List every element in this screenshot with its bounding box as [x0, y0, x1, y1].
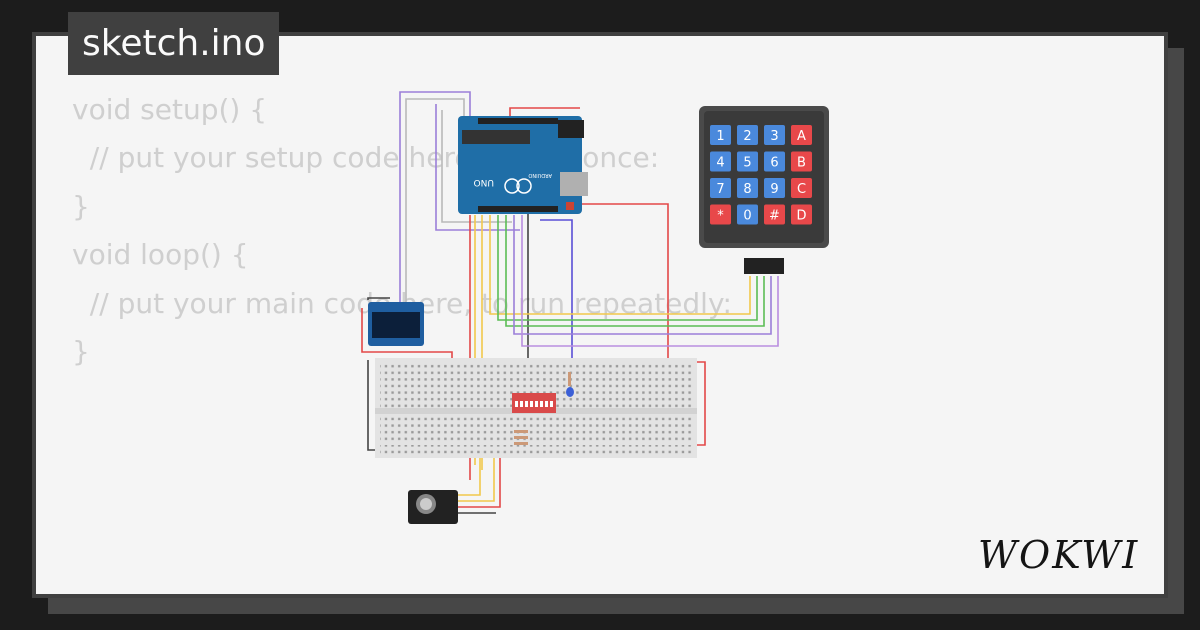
keypad-key-label: 3 — [770, 129, 778, 144]
keypad-key-label: 2 — [743, 129, 751, 144]
wire-keypad-green2 — [505, 215, 765, 327]
code-line: // put your setup code here, to run once… — [72, 141, 660, 175]
keypad-key[interactable] — [737, 178, 758, 198]
wire-enc-yellow — [458, 452, 481, 496]
wire-oled-black — [367, 297, 390, 300]
dip-switch-toggle[interactable] — [525, 401, 528, 407]
code-line: } — [72, 335, 90, 369]
keypad-key[interactable] — [737, 151, 758, 172]
keypad-key[interactable] — [764, 178, 785, 198]
wire-red-top — [509, 107, 580, 118]
keypad-key[interactable] — [791, 125, 812, 145]
keypad-key-label: 9 — [770, 182, 778, 197]
wokwi-logo: WOKWI — [978, 533, 1139, 577]
file-tab[interactable]: sketch.ino — [68, 12, 280, 75]
wire-keypad-yellow — [489, 215, 751, 315]
oled-display[interactable] — [368, 302, 424, 346]
keypad-key[interactable] — [791, 178, 812, 198]
rotary-encoder[interactable] — [408, 490, 458, 524]
arduino-brand-label: ARDUINO — [528, 172, 552, 178]
keypad-key[interactable] — [791, 204, 812, 225]
dip-switch-toggle[interactable] — [545, 401, 548, 407]
wire-enc-yellow2 — [458, 452, 495, 502]
code-line: } — [72, 189, 90, 223]
dip-switch-toggle[interactable] — [530, 401, 533, 407]
keypad-key-label: # — [769, 209, 780, 224]
code-line: void loop() { — [72, 238, 249, 272]
keypad-key-label: 4 — [716, 156, 724, 171]
keypad-key-label: 0 — [743, 209, 751, 224]
keypad-key-label: A — [797, 129, 806, 144]
keypad-4x4[interactable]: 1 2 3 A 4 5 6 B 7 8 9 C * 0 # D — [699, 106, 829, 274]
wire-top-gray — [441, 110, 512, 223]
wire-enc-red — [458, 452, 501, 508]
arduino-model-label: UNO — [474, 177, 494, 187]
dip-switch-toggle[interactable] — [550, 401, 553, 407]
keypad-key-label: 6 — [770, 156, 778, 171]
dip-switch[interactable] — [512, 393, 556, 413]
keypad-key-label: 7 — [716, 182, 724, 197]
dip-switch-toggle[interactable] — [535, 401, 538, 407]
keypad-key-label: 8 — [743, 182, 751, 197]
keypad-key-label: 5 — [743, 156, 751, 171]
dip-switch-toggle[interactable] — [515, 401, 518, 407]
keypad-key[interactable] — [710, 204, 731, 225]
keypad-key[interactable] — [710, 125, 731, 145]
resistor-array — [514, 372, 571, 445]
arduino-uno-board[interactable]: UNO ARDUINO — [458, 116, 588, 214]
wires — [361, 91, 779, 514]
keypad-key[interactable] — [764, 151, 785, 172]
keypad-key-label: B — [797, 156, 806, 171]
keypad-key[interactable] — [710, 151, 731, 172]
keypad-key-label: D — [796, 209, 806, 224]
keypad-key-label: C — [797, 182, 806, 197]
wire-top-purple — [435, 104, 520, 231]
keypad-key[interactable] — [764, 204, 785, 225]
keypad-key[interactable] — [791, 151, 812, 172]
wire-oled-gray — [405, 98, 465, 305]
wire-blue-led — [540, 219, 573, 360]
led-blue[interactable] — [566, 387, 574, 397]
code-line: void setup() { — [72, 93, 268, 126]
wire-keypad-green — [497, 215, 758, 321]
wire-keypad-purple — [513, 215, 772, 335]
wire-oled-purple — [399, 91, 471, 305]
keypad-key[interactable] — [737, 204, 758, 225]
keypad-key[interactable] — [764, 125, 785, 145]
dip-switch-toggle[interactable] — [520, 401, 523, 407]
dip-switch-toggle[interactable] — [540, 401, 543, 407]
file-tab-label: sketch.ino — [82, 23, 266, 64]
wokwi-logo-text: WOKWI — [978, 533, 1139, 577]
wire-keypad-purple2 — [521, 215, 779, 347]
keypad-key[interactable] — [710, 178, 731, 198]
keypad-key-label: 1 — [716, 129, 724, 144]
keypad-key-label: * — [717, 209, 724, 224]
keypad-key[interactable] — [737, 125, 758, 145]
